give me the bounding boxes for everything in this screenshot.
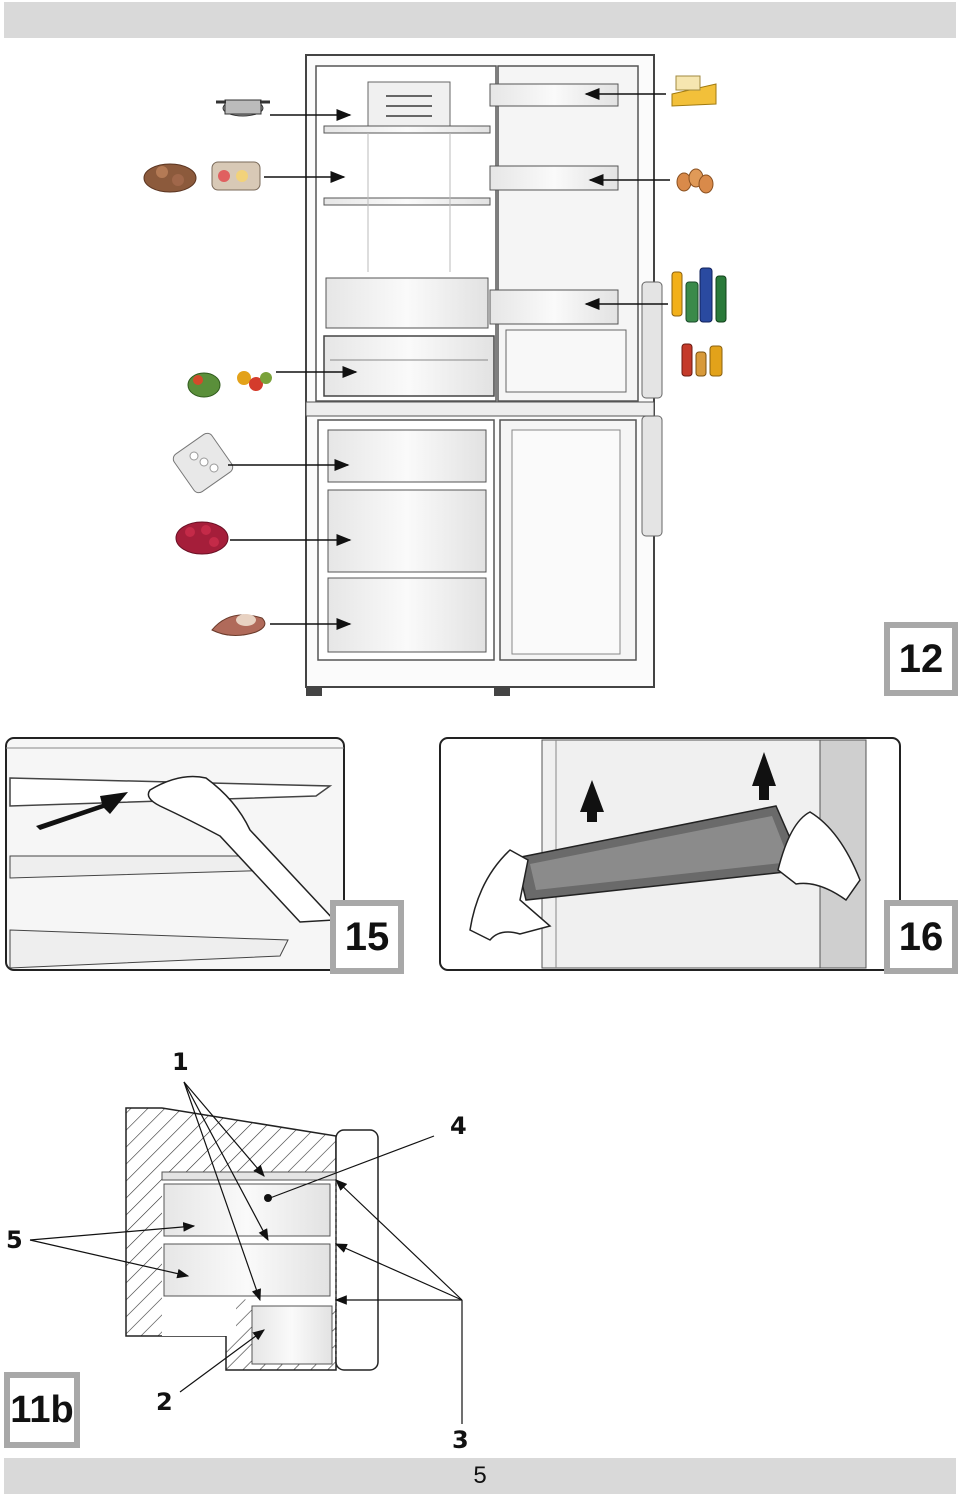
drawer [251, 1305, 333, 1365]
header-band [4, 2, 956, 38]
figure-16-balcony [439, 737, 901, 971]
door-balcony[interactable] [489, 83, 619, 107]
fridge-handle[interactable] [641, 281, 663, 399]
lift-arrow-icon [752, 752, 776, 800]
cheese-icon [211, 161, 261, 191]
door-profile [335, 1129, 379, 1371]
pot-icon [216, 99, 270, 117]
fan-cover [367, 81, 451, 127]
callout-2: 2 [156, 1388, 173, 1416]
callout-1: 1 [172, 1048, 189, 1076]
glass-shelf[interactable] [323, 197, 491, 206]
cheese-icon [671, 75, 717, 107]
hand-icon [469, 849, 552, 941]
eggs-icon [676, 168, 714, 194]
figure-12-fridge [143, 54, 727, 696]
callout-5: 5 [6, 1226, 23, 1254]
glass-shelf[interactable] [325, 277, 489, 329]
vegetables-icon [187, 372, 221, 398]
footer-band: 5 [4, 1458, 956, 1494]
crisper-drawer[interactable] [323, 335, 495, 397]
freezer-handle[interactable] [641, 415, 663, 537]
door-balcony[interactable] [489, 165, 619, 191]
page-number: 5 [473, 1462, 487, 1489]
figure-badge-11b: 11b [4, 1372, 80, 1448]
push-arrow-icon [36, 792, 128, 830]
figure-11b-section: 1 4 5 2 3 [6, 1048, 469, 1454]
glass-shelf[interactable] [323, 125, 491, 134]
figure-15-shelf [5, 737, 345, 971]
meat-icon [211, 614, 266, 636]
drawer [163, 1243, 331, 1297]
bottles-icon [671, 267, 727, 323]
figure-badge-16: 16 [884, 900, 958, 974]
glass-shelf[interactable] [9, 929, 289, 969]
callout-3: 3 [452, 1426, 469, 1454]
ice-tray-icon [172, 432, 234, 494]
figure-badge-12: 12 [884, 622, 958, 696]
drawer [163, 1183, 331, 1237]
lift-arrow-icon [580, 780, 604, 822]
callout-4: 4 [450, 1112, 467, 1140]
freezer-drawer[interactable] [327, 489, 487, 573]
figure-badge-15: 15 [330, 900, 404, 974]
hand-icon [147, 775, 336, 923]
hand-icon [777, 811, 861, 902]
berries-icon [175, 521, 229, 555]
cold-cuts-icon [143, 163, 197, 193]
jars-icon [681, 343, 723, 377]
freezer-drawer[interactable] [327, 429, 487, 483]
fruit-icon [237, 371, 272, 391]
door-balcony[interactable] [489, 289, 619, 325]
freezer-drawer[interactable] [327, 577, 487, 653]
door-bin [505, 329, 627, 393]
